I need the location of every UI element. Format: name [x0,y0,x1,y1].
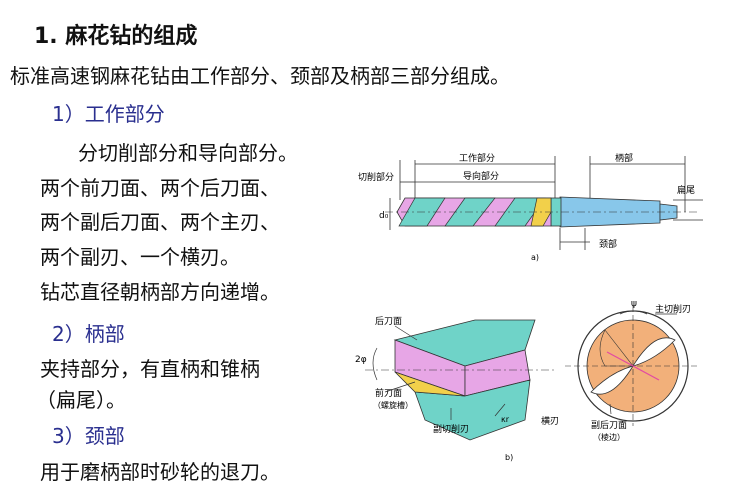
neck-line-1: 用于磨柄部时砂轮的退刀。 [40,460,280,484]
work-line-3: 两个副后刀面、两个主刃、 [40,210,280,234]
label-flute: （螺旋槽） [373,400,413,410]
work-line-4: 两个副刃、一个横刃。 [40,245,240,269]
label-margin: （棱边） [593,432,625,442]
intro-text: 标准高速钢麻花钻由工作部分、颈部及柄部三部分组成。 [10,64,510,88]
section-title-work: 1）工作部分 [52,102,165,126]
section-title-neck: 3）颈部 [52,424,125,448]
label-figure-b: b) [505,453,513,462]
dimension-lines [389,156,703,250]
label-secondary-edge: 副切削刃 [433,423,469,435]
work-line-2: 两个前刀面、两个后刀面、 [40,176,280,200]
label-angle: 2φ [355,355,367,365]
label-work-part: 工作部分 [459,152,495,164]
page-title: 1. 麻花钻的组成 [34,24,198,49]
tip-front-view [565,306,700,426]
label-chisel-edge: 横刃 [541,415,559,427]
label-kr: κr [501,415,510,424]
label-minor-flank: 副后刀面 [591,420,627,431]
label-main-edge: 主切削刃 [655,303,691,315]
shank-line-1: 夹持部分，有直柄和锥柄 [40,357,260,381]
drill-tip-diagram: 后刀面 2φ 前刀面 （螺旋槽） 副切削刃 κr 横刃 主切削刃 副后刀面 （棱… [355,300,700,462]
label-shank: 柄部 [615,152,633,164]
tip-leader-lines [372,325,506,420]
label-tang: 扁尾 [677,184,695,196]
tip-side-view [393,319,536,441]
label-front-face: 前刀面 [375,387,402,399]
work-line-5: 钻芯直径朝柄部方向递增。 [40,280,280,304]
label-rake-face-back: 后刀面 [375,316,402,327]
label-neck: 颈部 [599,238,617,250]
shank-line-2: （扁尾）。 [36,388,126,412]
label-diameter: d₀ [379,211,389,221]
drill-side-view-diagram: 工作部分 柄部 切削部分 导向部分 扁尾 颈部 d₀ a) [358,152,703,262]
label-guide-part: 导向部分 [463,170,499,182]
work-line-1: 分切削部分和导向部分。 [78,141,298,165]
section-title-shank: 2）柄部 [52,322,125,346]
label-cutting-part: 切削部分 [358,171,394,183]
label-psi: ψ [631,300,637,309]
label-figure-a: a) [531,253,539,262]
